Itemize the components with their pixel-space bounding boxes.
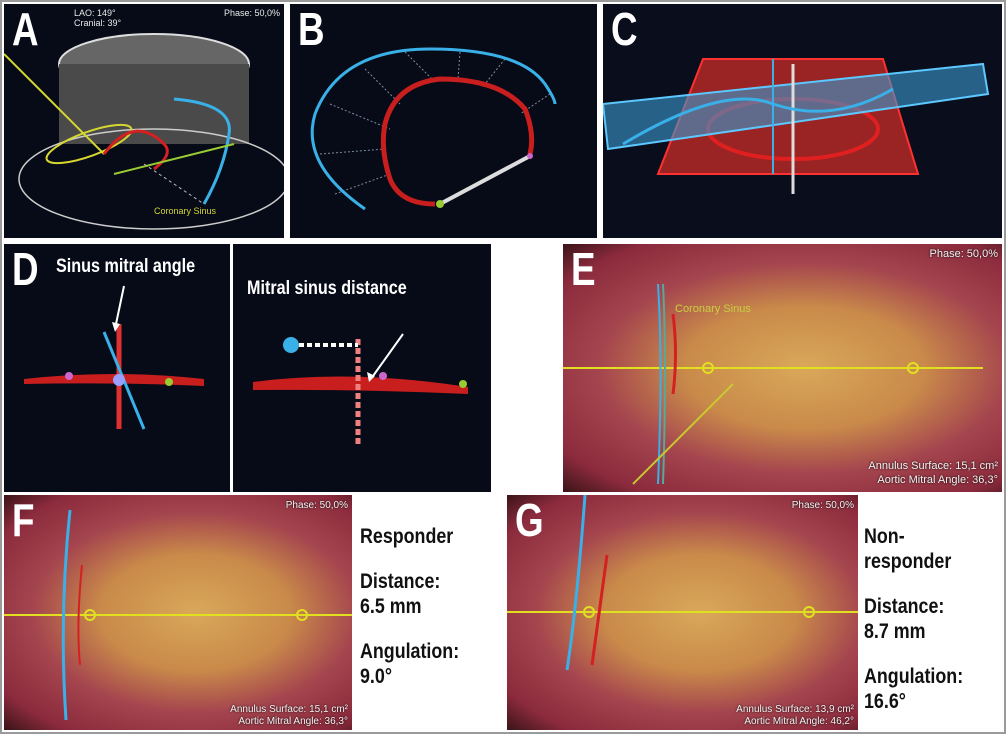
annulus-surface-label: Annulus Surface: 13,9 cm² [736,704,854,715]
panel-f: F Phase: 50,0% Annulus Surface: 15,1 cm²… [4,495,352,730]
distance-value: 8.7 mm [864,620,926,643]
distance-label: Distance: [864,595,945,618]
angulation-label: Angulation: [360,640,460,663]
group-label: Responder [360,525,454,548]
cranial-angle: Cranial: 39° [74,18,122,28]
lao-angle: LAO: 149° [74,8,116,18]
aortic-mitral-angle-label: Aortic Mitral Angle: 46,2° [744,716,854,727]
panel-d-right-render [253,333,468,444]
panel-g-render [507,495,858,671]
panel-d-left: D Sinus mitral angle [4,244,230,492]
phase-label: Phase: 50,0% [285,500,348,511]
panel-e-render [563,283,983,485]
panel-c: C [603,4,1002,238]
panel-d-left-render [24,285,204,430]
angulation-label: Angulation: [864,665,964,688]
panel-b: B [290,4,597,238]
panel-letter: F [12,495,35,546]
panel-g-summary: Non-responder Distance: 8.7 mm Angulatio… [864,524,985,714]
sinus-mitral-angle-label: Sinus mitral angle [56,256,196,277]
panel-letter: B [298,4,325,55]
annulus-surface-label: Annulus Surface: 15,1 cm² [230,704,348,715]
phase-label: Phase: 50,0% [929,248,999,260]
angulation-value: 9.0° [360,665,392,688]
coronary-sinus-label: Coronary Sinus [154,206,217,216]
panel-letter: E [571,244,596,295]
panel-f-summary: Responder Distance: 6.5 mm Angulation: 9… [360,524,459,689]
panel-letter: D [12,244,39,295]
angulation-value: 16.6° [864,690,906,713]
annulus-surface-label: Annulus Surface: 15,1 cm² [868,460,998,472]
panel-g: G Phase: 50,0% Annulus Surface: 13,9 cm²… [507,495,858,730]
panel-letter: C [611,4,638,55]
mitral-sinus-distance-label: Mitral sinus distance [247,278,407,299]
phase-label: Phase: 50,0% [223,8,280,18]
panel-a: A LAO: 149° Cranial: 39° Phase: 50,0% Co… [4,4,284,238]
panel-b-render [310,47,557,211]
panel-letter: G [515,495,544,546]
panel-d-right: Mitral sinus distance [233,244,491,492]
panel-letter: A [12,4,39,55]
phase-label: Phase: 50,0% [791,500,854,511]
panel-f-render [4,509,352,721]
group-label: Non-responder [864,525,952,573]
panel-c-render [603,58,990,194]
panel-e: E Coronary Sinus Phase: 50,0% Annulus Su… [563,244,1002,492]
aortic-mitral-angle-label: Aortic Mitral Angle: 36,3° [877,474,998,486]
coronary-sinus-label: Coronary Sinus [675,303,751,315]
panel-a-render [4,33,284,230]
aortic-mitral-angle-label: Aortic Mitral Angle: 36,3° [238,716,348,727]
distance-value: 6.5 mm [360,595,422,618]
distance-label: Distance: [360,570,441,593]
